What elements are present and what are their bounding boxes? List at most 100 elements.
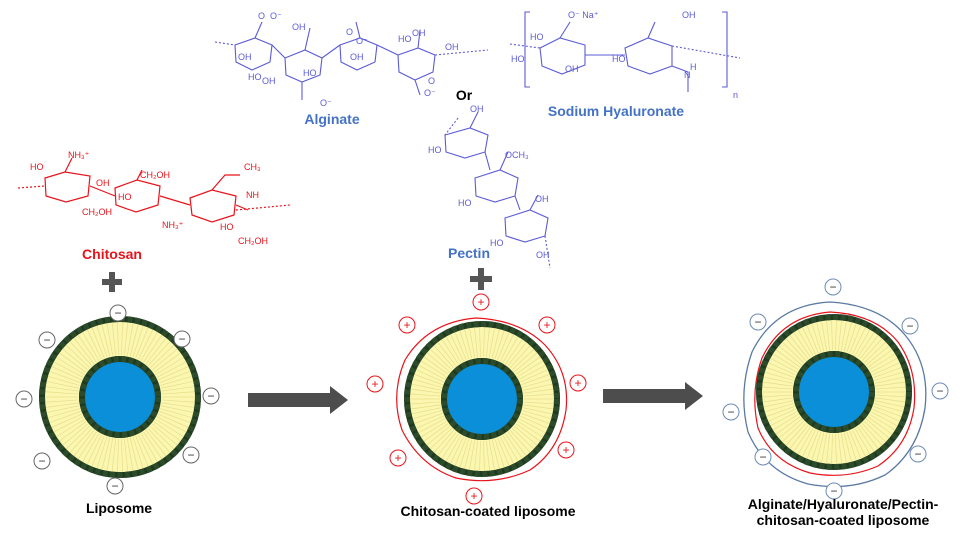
lipid-tail (502, 435, 519, 462)
lipid-tail (441, 433, 459, 459)
lipid-tail (469, 328, 476, 358)
lipid-tail (45, 386, 79, 392)
lipid-tail (806, 430, 819, 459)
pectin-label: Pectin (448, 245, 490, 261)
lipid-tail (507, 342, 527, 367)
lipid-tail (147, 341, 171, 367)
bilayer-lipid-tails (762, 320, 906, 464)
lipid-tail (870, 357, 898, 373)
lipid-tail (56, 356, 85, 376)
polyanion-coated-charges (722, 278, 949, 500)
lipid-tail (454, 332, 467, 361)
alginate-label: Alginate (304, 111, 359, 127)
lipid-tail (764, 371, 794, 381)
lipid-tail (770, 357, 798, 373)
chem-label: HO (612, 54, 626, 64)
lipid-tail (126, 438, 134, 471)
lipid-tail (763, 400, 793, 408)
lipid-tail (82, 433, 100, 463)
minus-sign: − (906, 319, 913, 333)
chem-label: OH (470, 104, 484, 114)
lipid-tail (870, 411, 898, 427)
chem-label: OH (262, 76, 276, 86)
lipid-tail (859, 424, 879, 449)
plus-sign-middle (470, 268, 492, 290)
lipid-tail (469, 440, 476, 470)
chem-label: O (258, 11, 265, 21)
lipid-tail (479, 440, 481, 471)
lipid-tail (766, 367, 795, 378)
lipid-tail (831, 433, 833, 464)
lipid-tail (445, 435, 462, 462)
chem-label: CH₃ (244, 162, 261, 172)
lipid-tail (840, 433, 847, 463)
hyaluronate-structure (509, 11, 741, 92)
lipid-tail (852, 429, 866, 457)
lipid-tail (49, 371, 81, 383)
lipid-tail (843, 432, 852, 462)
lipid-tail (132, 325, 144, 358)
lipid-tail (86, 329, 102, 360)
lipid-tail (474, 327, 478, 358)
lipid-tail (497, 437, 510, 466)
lipid-tail (522, 378, 552, 388)
lipid-tail (69, 341, 93, 367)
chem-label: H (690, 62, 697, 72)
lipid-tail (73, 337, 95, 365)
lipid-tail (523, 393, 554, 397)
lipid-tail (437, 431, 457, 456)
lipid-tail (149, 344, 175, 369)
lipid-tail (161, 386, 195, 392)
lipid-tail (411, 383, 441, 391)
final-liposome-label-line2: chitosan-coated liposome (757, 512, 930, 528)
chem-label: HO (398, 34, 412, 44)
lipid-tail (511, 427, 535, 450)
lipid-tail (835, 433, 837, 464)
lipid-tail (515, 356, 541, 375)
chem-label: HO (511, 54, 525, 64)
lipid-tail (772, 353, 799, 371)
minus-sign: − (111, 479, 118, 493)
lipid-tail (77, 334, 97, 363)
lipid-tail (785, 338, 807, 362)
chem-label: N (684, 70, 691, 80)
lipid-tail (129, 324, 139, 357)
lipid-tail (857, 332, 875, 358)
chem-label: HO (30, 162, 44, 172)
lipid-tail (802, 327, 816, 355)
lipid-tail (494, 330, 505, 360)
minus-sign: − (178, 332, 185, 346)
lipid-tail (124, 438, 129, 472)
plus-charge: + (543, 318, 550, 332)
lipid-tail (151, 423, 178, 446)
lipid-tail (143, 431, 163, 460)
lipid-tail (420, 360, 447, 378)
lipid-tail (416, 369, 444, 383)
lipid-tail (117, 322, 119, 356)
lipid-tail (873, 406, 902, 417)
lipid-tail (509, 429, 531, 453)
lipid-tail (523, 401, 554, 405)
lipid-tail (797, 428, 814, 455)
lipid-tail (500, 436, 514, 464)
minus-sign: − (20, 392, 27, 406)
plus-charge: + (477, 295, 484, 309)
lipid-tail (479, 327, 481, 358)
lipid-tail (429, 348, 453, 371)
lipid-tail (416, 415, 444, 429)
chem-label: OH (238, 52, 252, 62)
plus-charge: + (470, 489, 477, 503)
lipid-tail (854, 329, 871, 356)
lipid-tail (872, 362, 900, 376)
lipid-tail (854, 428, 871, 455)
chem-label: CH₂OH (238, 236, 268, 246)
chem-label: CH₂OH (82, 207, 112, 217)
lipid-tail (111, 438, 116, 472)
lipid-tail (816, 432, 825, 462)
lipid-tail (161, 381, 194, 389)
lipid-tail (520, 415, 548, 429)
lipid-tail (459, 438, 470, 468)
lipid-tail (861, 422, 883, 446)
chitosan-coated-liposome (396, 317, 568, 482)
